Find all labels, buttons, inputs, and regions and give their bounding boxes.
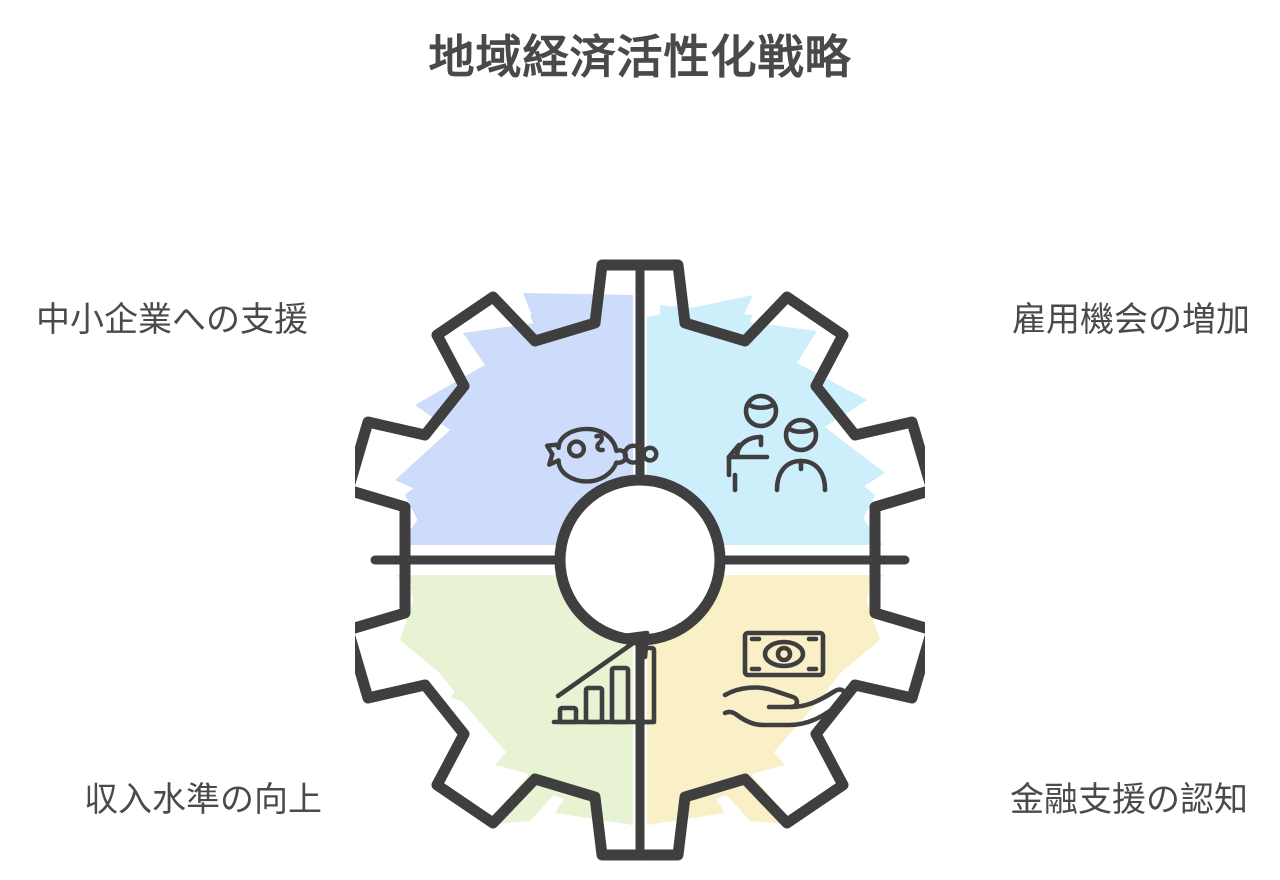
quadrant-label-bottom-right: 金融支援の認知 [1010, 781, 1248, 819]
quadrant-label-top-right: 雇用機会の増加 [1012, 301, 1250, 339]
piggy-bank-icon [544, 426, 659, 484]
two-people-icon [726, 393, 828, 493]
growth-bar-chart-icon [551, 630, 657, 725]
quadrant-fill-top-left [395, 293, 633, 545]
gear-center-hub [554, 474, 726, 646]
quadrant-fill-bottom-left [395, 575, 633, 825]
quadrant-label-top-left: 中小企業への支援 [36, 301, 308, 339]
hand-money-icon [722, 630, 848, 728]
gear-outline [355, 259, 925, 861]
page-title: 地域経済活性化戦略 [428, 31, 852, 83]
gear-graphic [355, 259, 925, 861]
quadrant-label-bottom-left: 収入水準の向上 [84, 781, 322, 819]
